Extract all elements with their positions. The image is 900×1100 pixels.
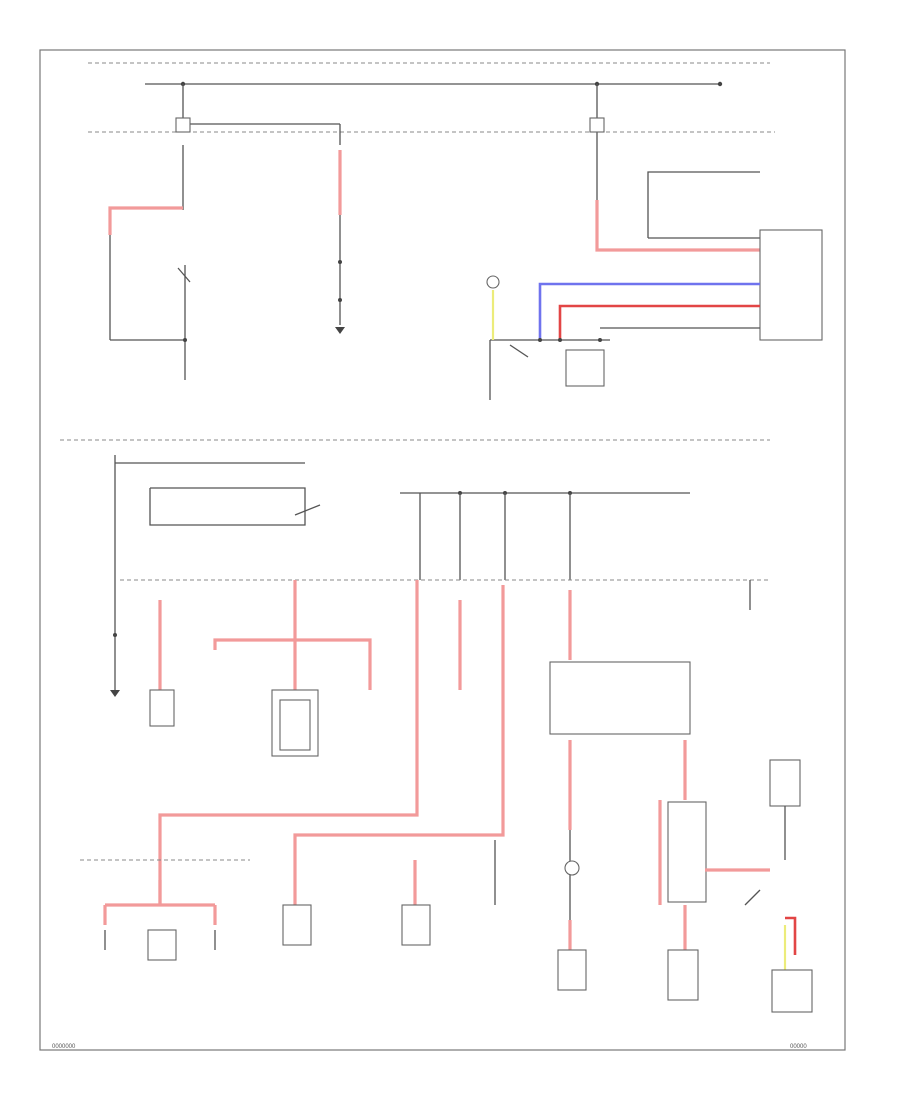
switch-circuit-left xyxy=(108,145,191,380)
red-feeds-middle xyxy=(149,580,505,946)
page-ref: 00000 xyxy=(790,1044,807,1050)
control-module-bottom-right xyxy=(549,580,813,1013)
control-module-top-right xyxy=(486,145,823,400)
fuse-circuit-middle xyxy=(335,150,345,334)
ground-icon xyxy=(335,327,345,334)
switch-icon xyxy=(177,267,191,283)
diagram-frame xyxy=(39,49,846,1051)
reference-code: 0000000 xyxy=(52,1044,76,1050)
connector-icon xyxy=(486,275,500,289)
top-bus-section xyxy=(88,62,775,145)
solenoid-group-left xyxy=(80,859,250,961)
middle-bus-section xyxy=(60,439,770,690)
ground-circuit-left xyxy=(110,633,120,697)
relay-icon xyxy=(564,860,580,876)
